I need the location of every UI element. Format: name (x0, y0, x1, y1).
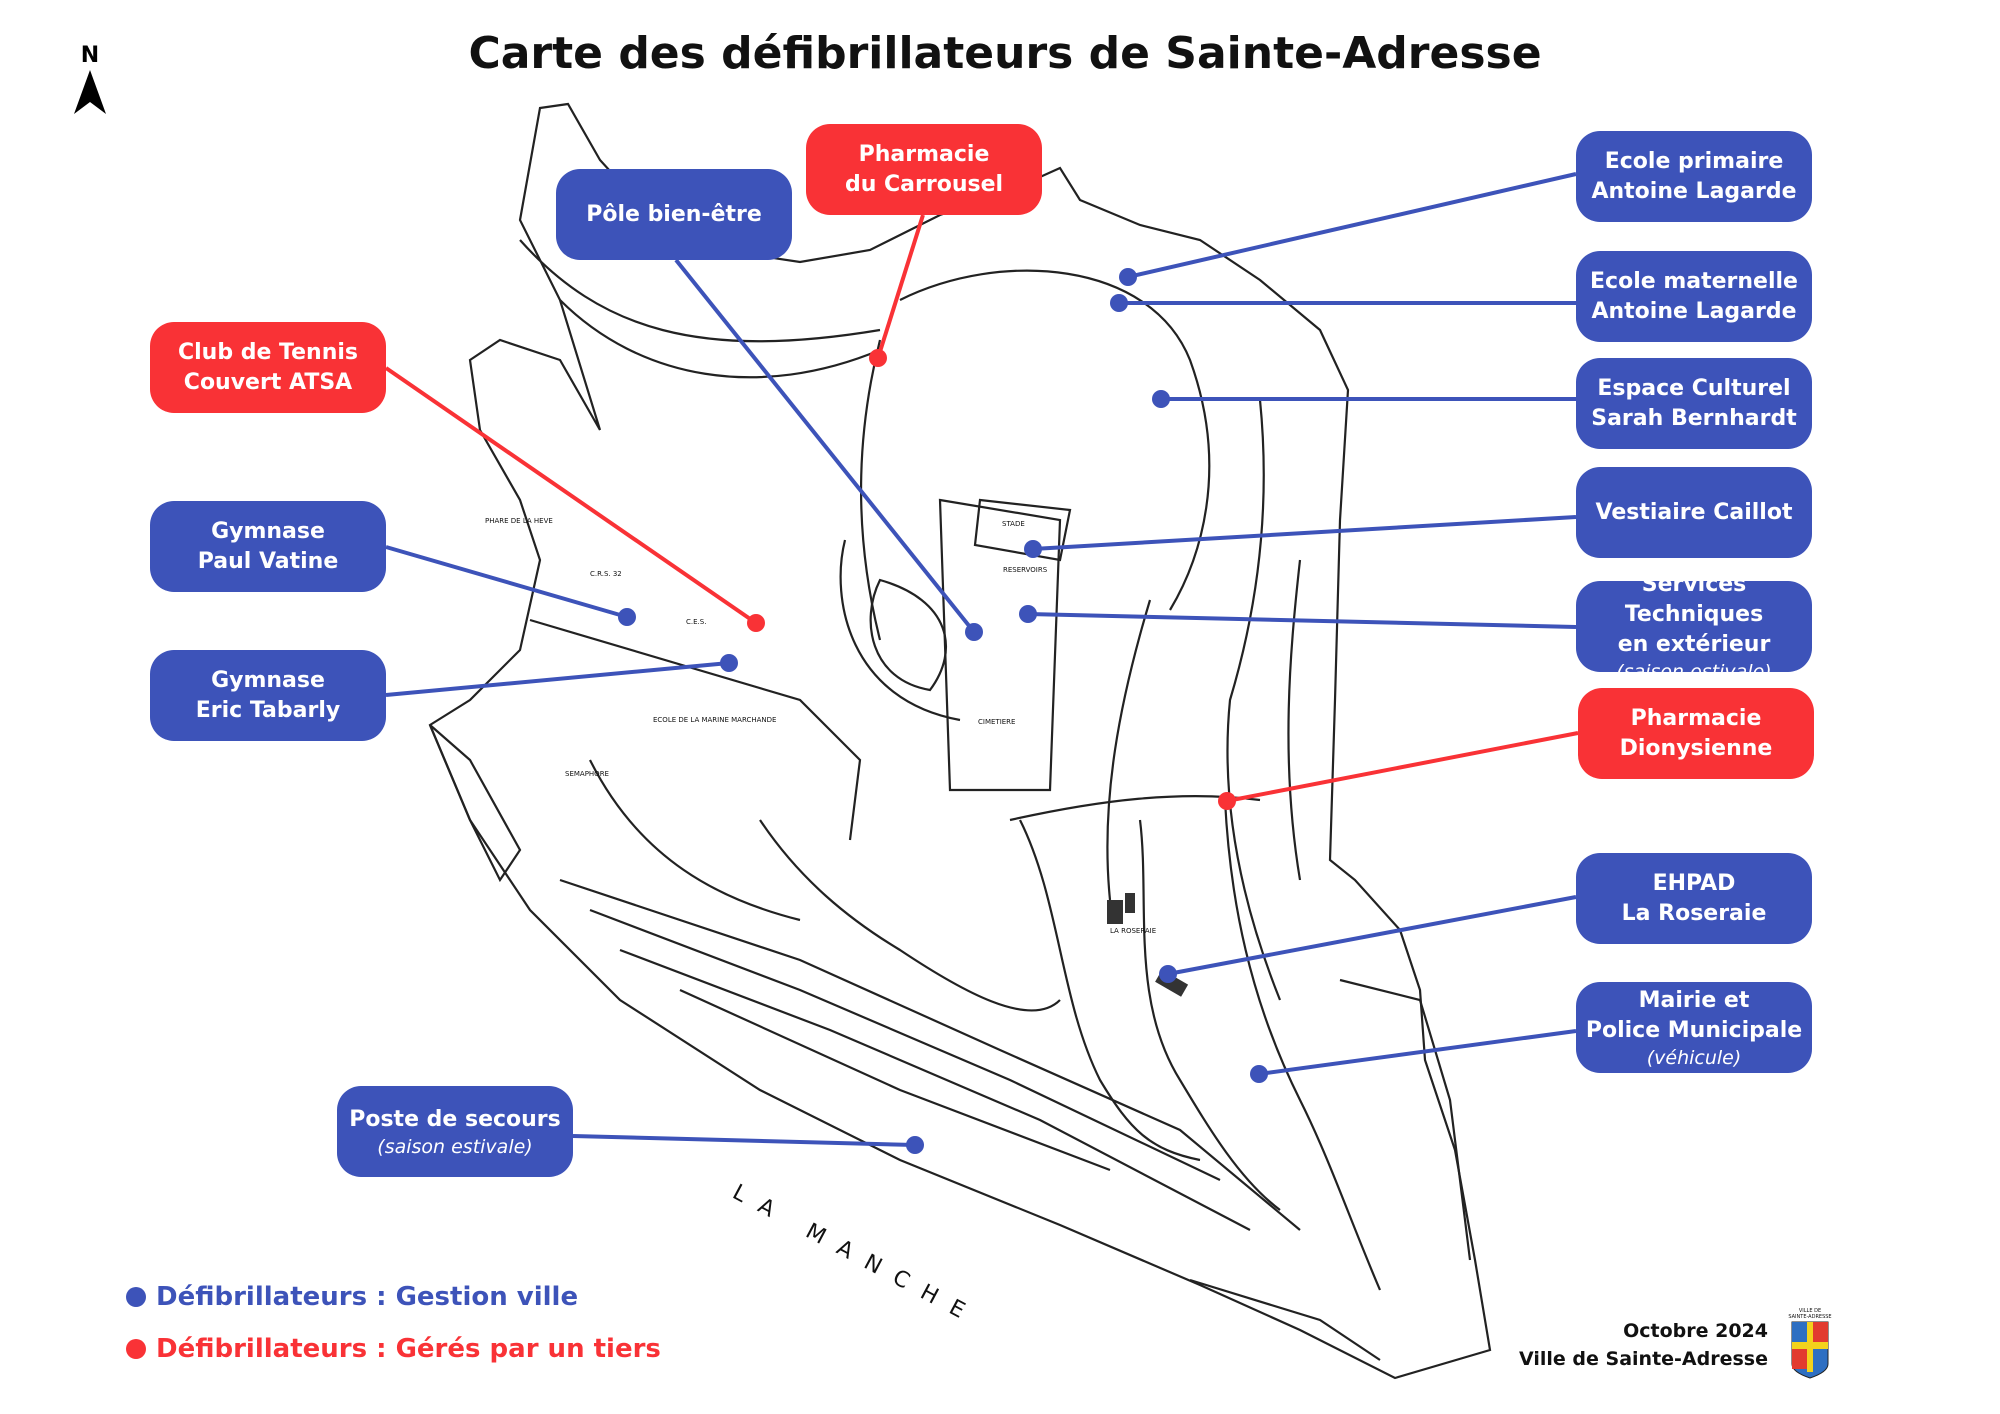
location-name-line: Gymnase (211, 518, 325, 544)
location-name-line: Pharmacie (1630, 705, 1762, 731)
location-name-line: du Carrousel (844, 171, 1004, 197)
location-name-line: Club de Tennis (177, 339, 359, 365)
red-dot-icon (126, 1339, 146, 1359)
blue-dot-icon (126, 1287, 146, 1307)
svg-text:LA ROSERAIE: LA ROSERAIE (1110, 927, 1156, 935)
location-name-line: Antoine Lagarde (1591, 178, 1797, 204)
defibrillator-marker-espace-culturel[interactable] (1152, 390, 1170, 408)
location-name-line: Antoine Lagarde (1591, 298, 1797, 324)
defibrillator-marker-ecole-primaire[interactable] (1119, 268, 1137, 286)
svg-text:STADE: STADE (1002, 520, 1025, 528)
location-name-line: en extérieur (1617, 631, 1771, 657)
svg-text:SEMAPHORE: SEMAPHORE (565, 770, 609, 778)
location-name-line: Gymnase (211, 667, 325, 693)
location-label-vestiaire-caillot[interactable]: Vestiaire Caillot (1576, 467, 1812, 558)
defibrillator-marker-poste-secours[interactable] (906, 1136, 924, 1154)
location-name-line: Ecole primaire (1604, 148, 1784, 174)
svg-text:VILLE DE: VILLE DE (1799, 1308, 1821, 1314)
location-note: (saison estivale) (377, 1135, 533, 1158)
defibrillator-marker-club-tennis[interactable] (747, 614, 765, 632)
city-coat-of-arms-logo: VILLE DE SAINTE-ADRESSE (1786, 1306, 1834, 1384)
defibrillator-marker-gymnase-vatine[interactable] (618, 608, 636, 626)
defibrillator-marker-mairie[interactable] (1250, 1065, 1268, 1083)
svg-text:C.E.S.: C.E.S. (686, 618, 706, 626)
location-label-pharmacie-carrousel[interactable]: Pharmacie du Carrousel (806, 124, 1042, 215)
location-name-line: Police Municipale (1585, 1017, 1803, 1043)
location-name-line: Vestiaire Caillot (1595, 499, 1793, 525)
location-name-line: Dionysienne (1619, 735, 1773, 761)
footer-date: Octobre 2024 (1623, 1320, 1768, 1342)
location-name-line: Mairie et (1638, 987, 1750, 1013)
legend-third-party: Défibrillateurs : Gérés par un tiers (126, 1334, 661, 1364)
svg-text:PHARE DE LA HEVE: PHARE DE LA HEVE (485, 517, 553, 525)
svg-text:C.R.S. 32: C.R.S. 32 (590, 570, 622, 578)
location-note: (véhicule) (1646, 1046, 1742, 1069)
location-name-line: Pharmacie (858, 141, 990, 167)
north-label: N (80, 43, 100, 68)
location-label-pole-bien-etre[interactable]: Pôle bien-être (556, 169, 792, 260)
location-name-line: Pôle bien-être (586, 201, 762, 227)
location-name-line: Ecole maternelle (1590, 268, 1798, 294)
map-streets (428, 102, 1492, 1380)
location-label-services-techniques[interactable]: Services Techniques en extérieur (saison e… (1576, 572, 1812, 683)
north-arrow-icon (74, 70, 106, 114)
defibrillator-marker-services-techniques[interactable] (1019, 605, 1037, 623)
location-label-poste-secours[interactable]: Poste de secours (saison estivale) (337, 1086, 573, 1177)
connector-line-vestiaire-caillot (1032, 515, 1577, 551)
defibrillator-marker-gymnase-tabarly[interactable] (720, 654, 738, 672)
location-note: (saison estivale) (1616, 660, 1772, 683)
north-arrow: N (68, 43, 112, 120)
location-name-line: Eric Tabarly (195, 697, 341, 723)
connector-line-pharmacie-dionysienne (1226, 731, 1579, 803)
defibrillator-marker-pharmacie-dionysienne[interactable] (1218, 792, 1236, 810)
svg-text:ECOLE DE LA MARINE MARCHANDE: ECOLE DE LA MARINE MARCHANDE (653, 716, 776, 724)
location-name-line: Paul Vatine (197, 548, 339, 574)
location-name-line: Services Techniques (1624, 571, 1764, 627)
connector-line-ecole-primaire (1127, 172, 1577, 279)
location-name-line: Poste de secours (349, 1106, 561, 1132)
location-name-line: Couvert ATSA (183, 369, 353, 395)
connector-line-pole-bien-etre (674, 258, 976, 634)
location-name-line: La Roseraie (1621, 900, 1767, 926)
connector-line-mairie (1258, 1029, 1577, 1076)
svg-text:CIMETIERE: CIMETIERE (978, 718, 1015, 726)
connector-line-club-tennis (384, 366, 758, 625)
map-labels: STADE RESERVOIRS CIMETIERE LA ROSERAIE S… (485, 517, 1156, 935)
connector-line-gymnase-vatine (385, 545, 628, 619)
location-name-line: EHPAD (1652, 870, 1736, 896)
legend-city: Défibrillateurs : Gestion ville (126, 1282, 578, 1312)
location-name-line: Sarah Bernhardt (1591, 405, 1797, 431)
svg-text:RESERVOIRS: RESERVOIRS (1003, 566, 1048, 574)
connector-line-services-techniques (1027, 612, 1577, 629)
legend-city-label: Défibrillateurs : Gestion ville (156, 1282, 579, 1312)
connector-line-poste-secours (572, 1134, 916, 1147)
location-name-line: Espace Culturel (1597, 375, 1791, 401)
connector-line-pharmacie-carrousel (876, 214, 925, 359)
legend-third-party-label: Défibrillateurs : Gérés par un tiers (156, 1334, 661, 1364)
connector-line-gymnase-tabarly (385, 661, 730, 697)
location-label-ehpad[interactable]: EHPAD La Roseraie (1576, 853, 1812, 944)
defibrillator-marker-ecole-maternelle[interactable] (1110, 294, 1128, 312)
defibrillator-marker-pharmacie-carrousel[interactable] (869, 349, 887, 367)
svg-text:SAINTE-ADRESSE: SAINTE-ADRESSE (1788, 1314, 1831, 1320)
location-label-mairie[interactable]: Mairie et Police Municipale (véhicule) (1576, 982, 1812, 1073)
defibrillator-marker-pole-bien-etre[interactable] (965, 623, 983, 641)
defibrillator-marker-vestiaire-caillot[interactable] (1024, 540, 1042, 558)
defibrillator-marker-ehpad[interactable] (1159, 965, 1177, 983)
connector-line-ehpad (1167, 895, 1577, 976)
page-title: Carte des défibrillateurs de Sainte-Adre… (468, 28, 1542, 79)
footer-org: Ville de Sainte-Adresse (1519, 1348, 1768, 1370)
